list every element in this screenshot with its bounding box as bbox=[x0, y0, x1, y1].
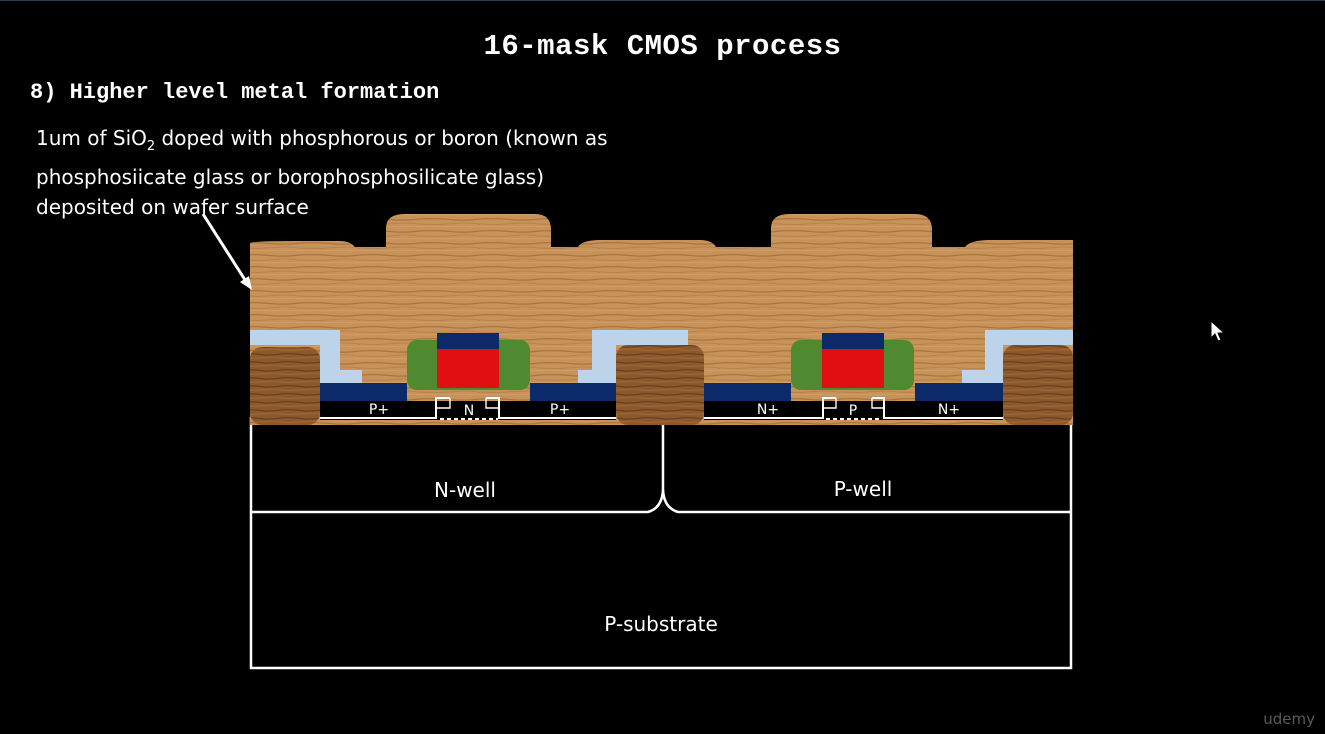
contact-pmos-source bbox=[320, 383, 407, 401]
udemy-watermark: udemy bbox=[1263, 710, 1315, 728]
nmos-active-area bbox=[704, 401, 1003, 420]
metal-layer bbox=[250, 330, 1073, 383]
field-oxide-middle bbox=[616, 345, 704, 425]
pmos-gate-cap bbox=[437, 333, 499, 349]
label-nmos-channel: P bbox=[849, 403, 857, 419]
contact-pmos-drain bbox=[530, 383, 616, 401]
step-description: 1um of SiO2 doped with phosphorous or bo… bbox=[36, 123, 636, 222]
label-pmos-source: P+ bbox=[369, 402, 389, 418]
ldd-regions bbox=[436, 398, 884, 409]
contact-nmos-source bbox=[704, 383, 791, 401]
nmos-gate-cap bbox=[822, 333, 884, 349]
pwell-boundary bbox=[661, 489, 1071, 514]
label-pmos-channel: N bbox=[464, 403, 474, 419]
pmos-active-area bbox=[320, 401, 616, 420]
desc-subscript: 2 bbox=[146, 139, 156, 154]
step-heading: 8) Higher level metal formation bbox=[30, 80, 440, 105]
label-nmos-drain: N+ bbox=[938, 402, 960, 418]
pointer-arrow bbox=[201, 213, 252, 290]
mouse-cursor-icon bbox=[1210, 320, 1226, 342]
label-nmos-source: N+ bbox=[757, 402, 779, 418]
desc-suffix: doped with phosphorous or boron (known a… bbox=[36, 126, 608, 219]
field-oxide-right bbox=[1003, 345, 1073, 425]
contact-nmos-drain bbox=[915, 383, 1003, 401]
label-nwell: N-well bbox=[434, 478, 496, 502]
nmos-poly-gate bbox=[822, 348, 884, 388]
desc-prefix: 1um of SiO bbox=[36, 126, 147, 150]
label-substrate: P-substrate bbox=[604, 612, 718, 636]
pmos-poly-gate bbox=[437, 348, 499, 388]
label-pmos-drain: P+ bbox=[550, 402, 570, 418]
slide-title: 16-mask CMOS process bbox=[483, 30, 842, 63]
field-oxide-left bbox=[250, 347, 320, 425]
label-pwell: P-well bbox=[834, 477, 893, 501]
